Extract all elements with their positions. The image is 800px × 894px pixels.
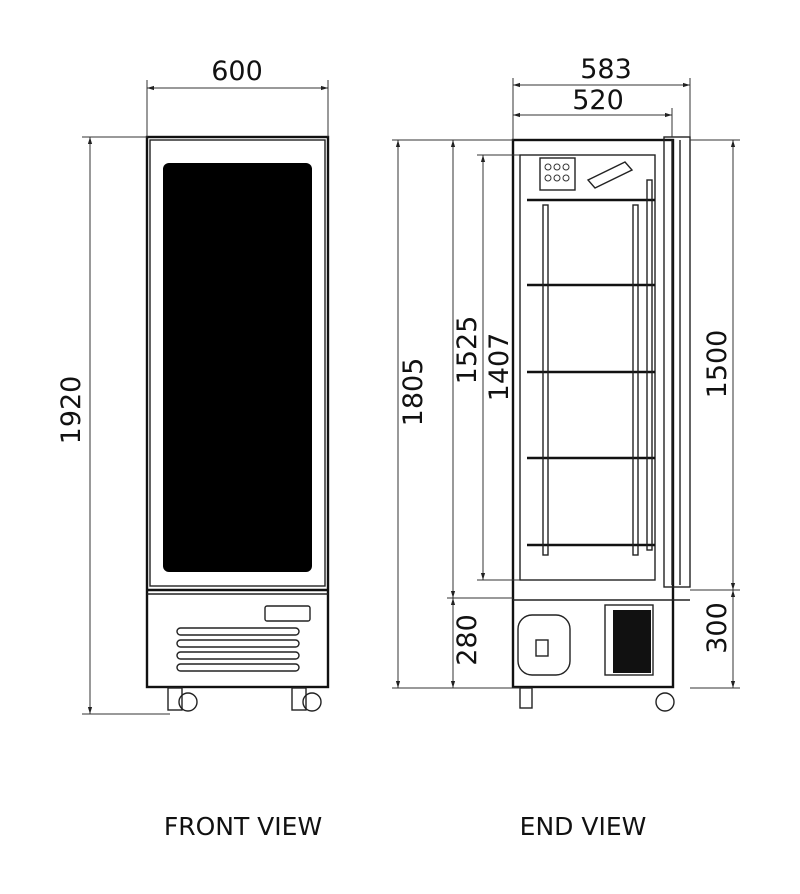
front-view: 600 1920 FRONT VIEW [56,56,330,841]
end-view: 583 520 1805 1525 1407 280 1500 300 END … [392,54,740,841]
shelves [527,179,655,556]
base-height-dimension: 280 [452,614,483,666]
width-dimension: 600 [211,56,263,87]
body-depth-dimension: 520 [572,85,624,116]
interior-outline [519,154,656,581]
door-frame [149,139,326,587]
caster-left [167,687,198,712]
door-outer-height-dimension: 1525 [452,316,483,385]
glass-panel [163,163,312,572]
overall-depth-dimension: 583 [580,54,632,85]
plinth-height-dimension: 300 [702,602,733,654]
front-view-caption: FRONT VIEW [164,812,322,841]
vent-grille [176,627,300,672]
caster-right [291,687,322,712]
door-height-dimension: 1500 [702,330,733,399]
height-dimension: 1920 [56,376,87,445]
door-profile [663,136,691,588]
controller-display [264,605,311,622]
cabinet-outline [145,135,330,689]
condenser [604,604,654,676]
evaporator-fan [539,157,634,191]
body-height-dimension: 1805 [398,358,429,427]
body-outline [511,138,675,689]
casters [519,687,675,712]
end-view-caption: END VIEW [520,812,647,841]
interior-height-dimension: 1407 [484,333,515,402]
compressor [517,614,571,676]
